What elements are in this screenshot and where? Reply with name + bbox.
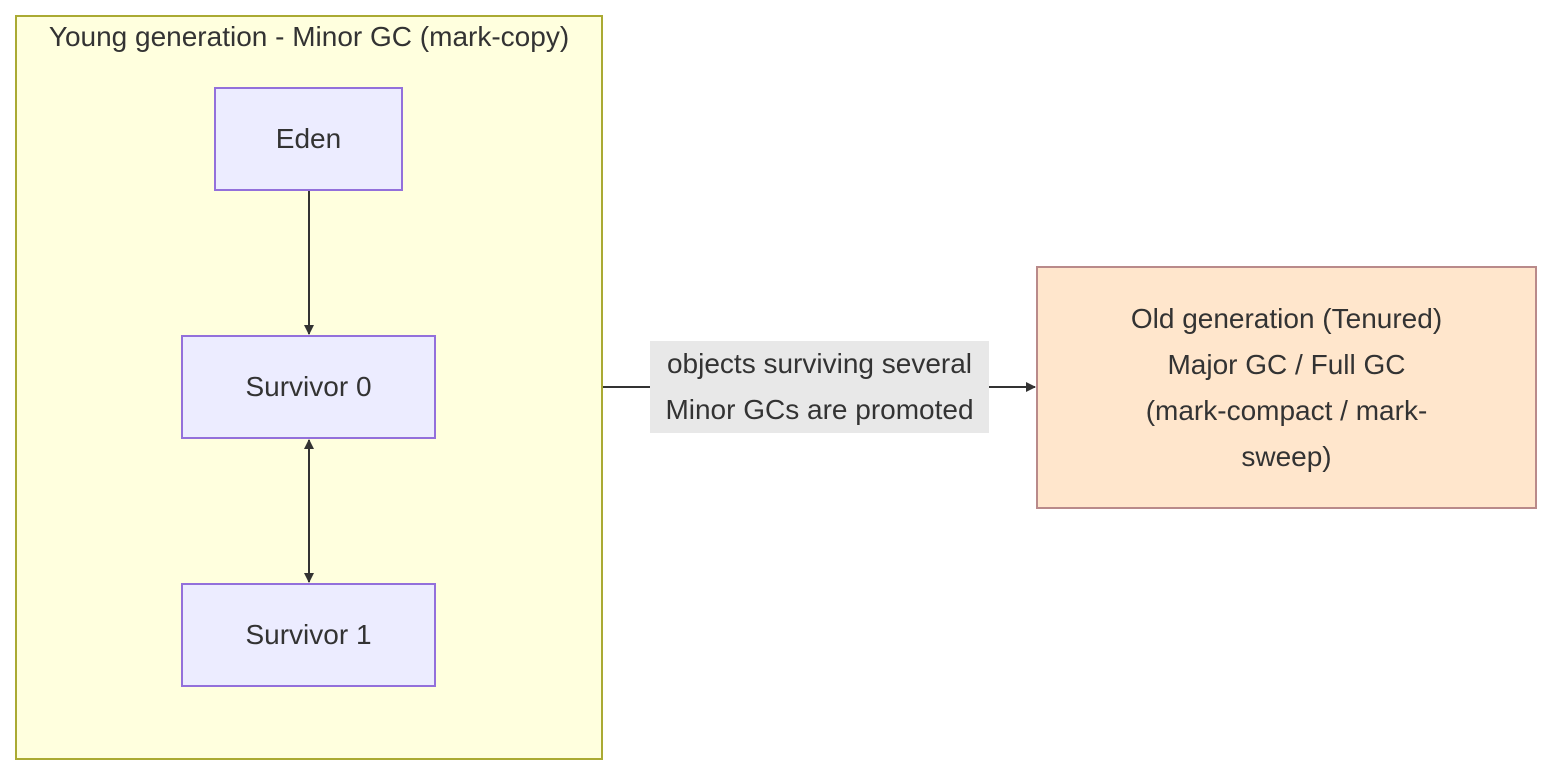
old-generation-node[interactable]: Old generation (Tenured) Major GC / Full… [1036, 266, 1537, 509]
survivor-1-label: Survivor 1 [245, 619, 372, 650]
promotion-label-line-2: Minor GCs are promoted [665, 394, 974, 425]
young-generation-title: Young generation - Minor GC (mark-copy) [48, 21, 570, 52]
promotion-label-line-1: objects surviving several [666, 348, 973, 379]
promotion-edge-label: objects surviving several Minor GCs are … [650, 341, 989, 433]
survivor-0-node[interactable]: Survivor 0 [181, 335, 436, 439]
survivor-1-node[interactable]: Survivor 1 [181, 583, 436, 687]
survivor-0-label: Survivor 0 [245, 371, 372, 402]
eden-node[interactable]: Eden [214, 87, 403, 191]
old-generation-line-2: Major GC / Full GC [1167, 348, 1406, 380]
old-generation-line-3: (mark-compact / mark- [1145, 394, 1428, 426]
old-generation-line-1: Old generation (Tenured) [1130, 302, 1443, 334]
eden-label: Eden [275, 123, 342, 154]
old-generation-line-4: sweep) [1241, 440, 1332, 472]
